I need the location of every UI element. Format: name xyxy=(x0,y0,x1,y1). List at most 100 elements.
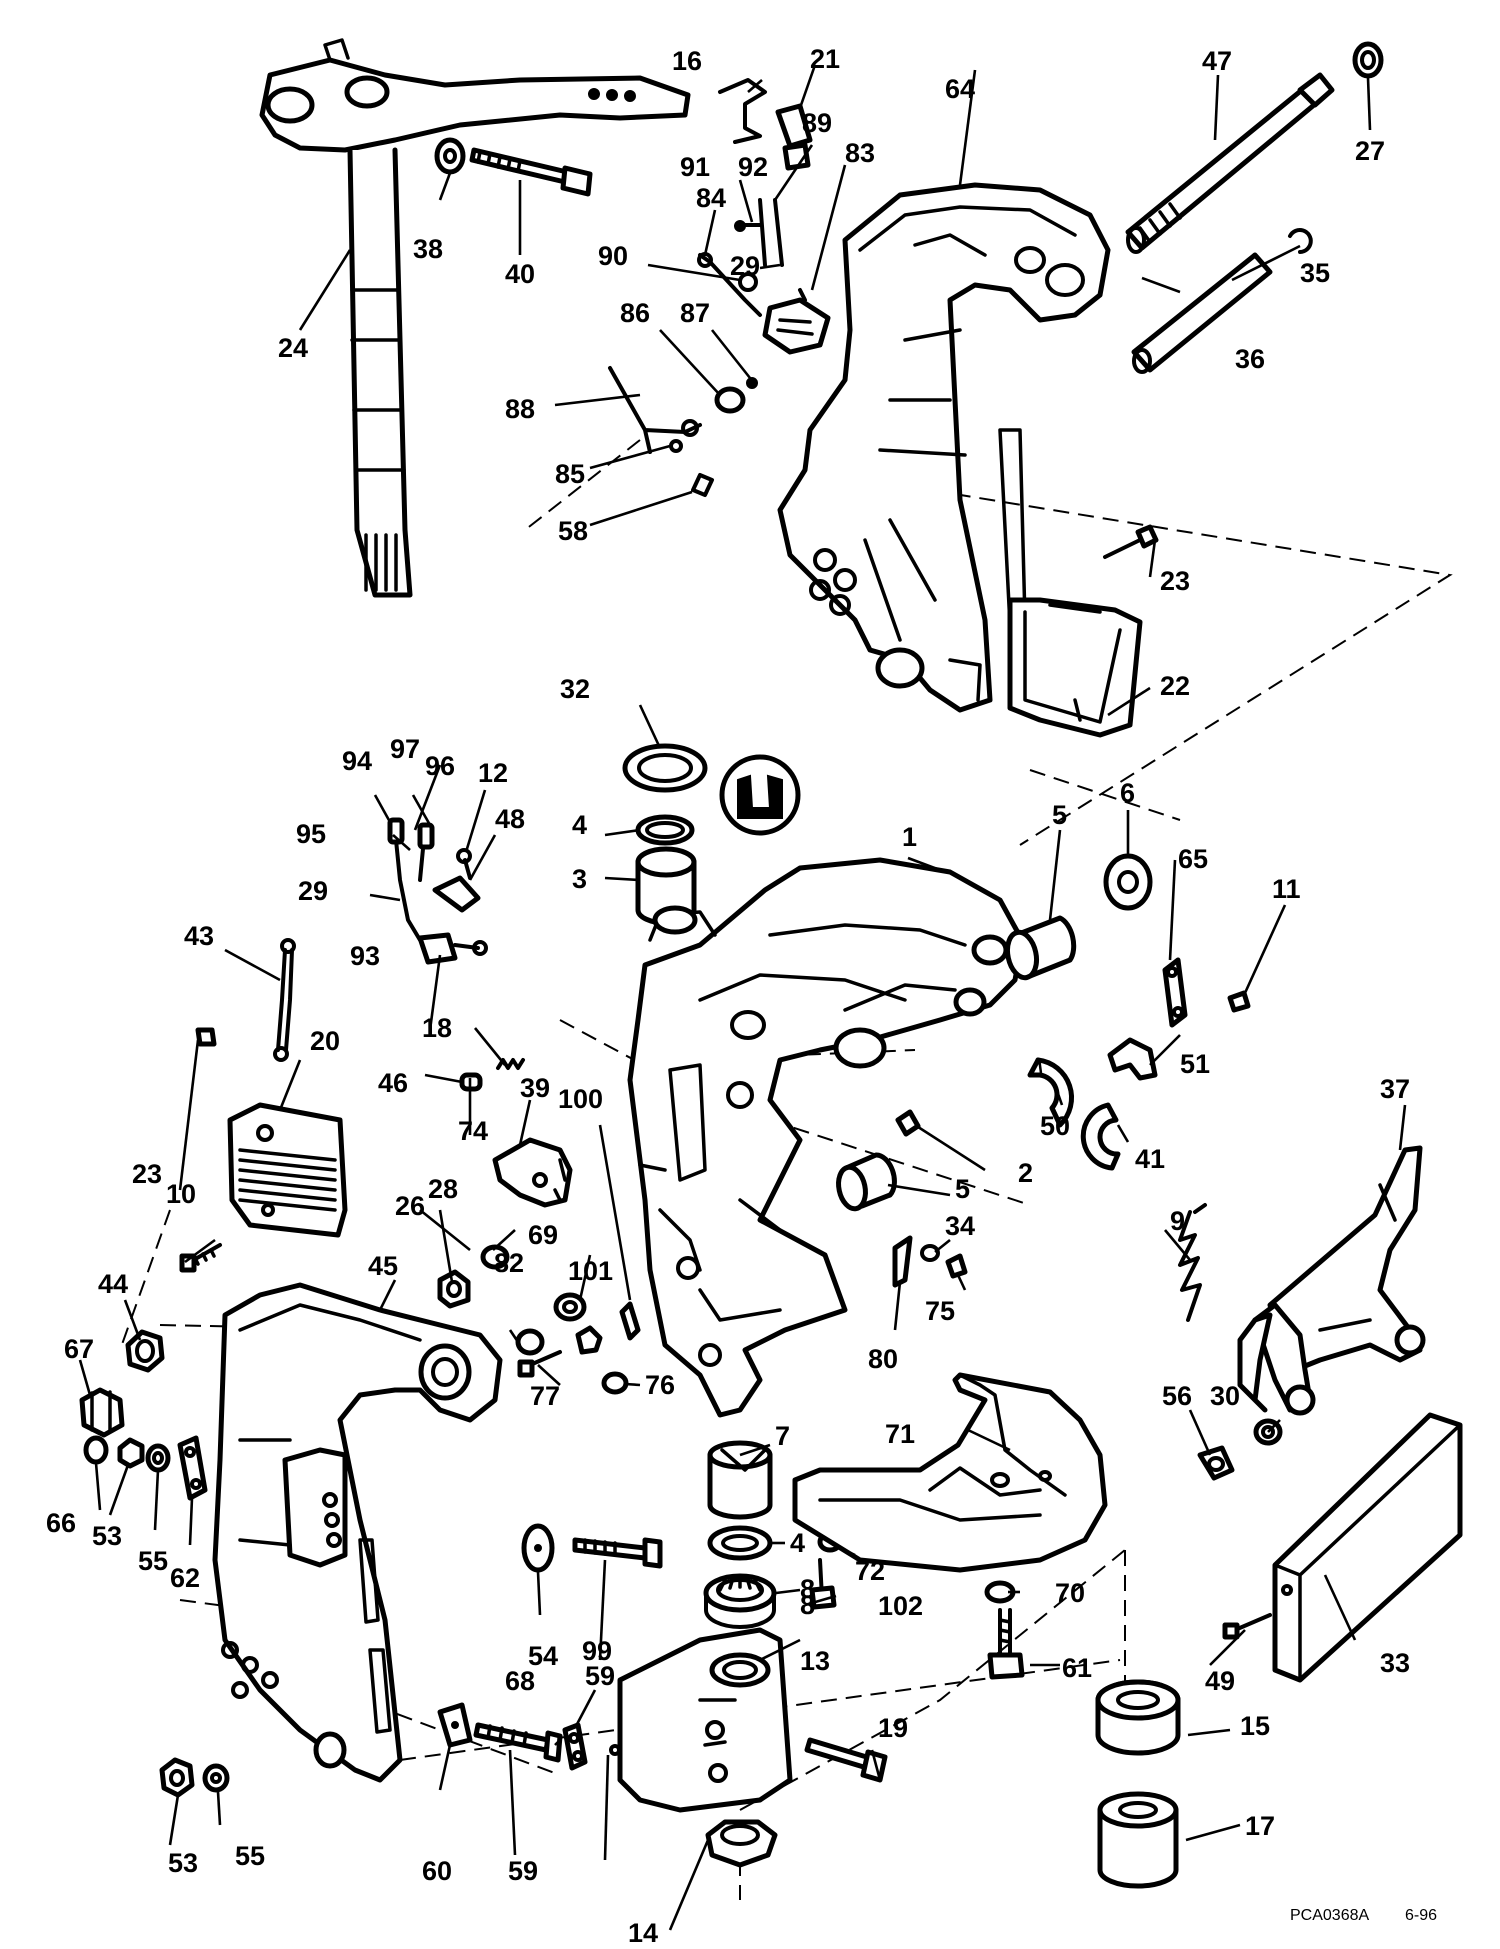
callout-11: 11 xyxy=(1272,874,1301,904)
callout-5-lower: 5 xyxy=(955,1174,970,1204)
callout-24: 24 xyxy=(278,333,308,363)
callout-44: 44 xyxy=(98,1269,128,1299)
part-59-bolt-lower xyxy=(473,1722,563,1763)
callout-99: 99 xyxy=(582,1636,612,1666)
callout-97: 97 xyxy=(390,734,420,764)
callout-17: 17 xyxy=(1245,1811,1275,1841)
callout-16: 16 xyxy=(672,46,702,76)
callout-58: 58 xyxy=(558,516,588,546)
callout-87: 87 xyxy=(680,298,710,328)
part-47-tilt-tube xyxy=(1125,72,1335,254)
part-45-stern-bracket xyxy=(212,1282,503,1783)
part-1-swivel-bracket xyxy=(627,857,1025,1418)
callout-21: 21 xyxy=(810,44,840,74)
part-44-nut xyxy=(125,1329,165,1373)
callout-62: 62 xyxy=(170,1563,200,1593)
part-41-half-washer xyxy=(1080,1102,1121,1171)
part-5-bushing-upper xyxy=(1004,915,1077,981)
part-9-spring xyxy=(1178,1203,1207,1322)
callout-100: 100 xyxy=(558,1084,603,1114)
part-4-seal-detail xyxy=(719,754,801,836)
figure-date: 6-96 xyxy=(1405,1907,1437,1924)
callout-84: 84 xyxy=(696,183,726,213)
part-77-screw xyxy=(515,1328,562,1378)
callout-36: 36 xyxy=(1235,344,1265,374)
part-6-washer xyxy=(1103,853,1153,911)
callout-61: 61 xyxy=(1062,1653,1092,1683)
callout-23-upper: 23 xyxy=(1160,566,1190,596)
part-12-screw xyxy=(456,848,472,880)
callout-70: 70 xyxy=(1055,1578,1085,1608)
callout-68: 68 xyxy=(505,1666,535,1696)
callout-labels: 1 2 3 4 4 5 5 6 7 8 8 9 10 11 12 13 14 1… xyxy=(46,44,1410,1948)
callout-8-upper: 8 xyxy=(800,1574,815,1604)
callout-80: 80 xyxy=(868,1344,898,1374)
callout-95: 95 xyxy=(296,819,326,849)
callout-59-upper: 59 xyxy=(585,1661,615,1691)
part-69-bushing xyxy=(553,1292,587,1322)
callout-59-lower: 59 xyxy=(508,1856,538,1886)
part-33-pad xyxy=(1272,1412,1463,1683)
part-88-lever xyxy=(608,366,702,454)
callout-6: 6 xyxy=(1120,778,1135,808)
part-67-cap-nut xyxy=(79,1387,125,1438)
part-54-washer xyxy=(521,1523,555,1573)
part-71-splash-plate xyxy=(792,1372,1108,1573)
part-82-nut xyxy=(575,1325,603,1355)
callout-4-lower: 4 xyxy=(790,1528,805,1558)
callout-30: 30 xyxy=(1210,1381,1240,1411)
callout-64: 64 xyxy=(945,74,975,104)
callout-67: 67 xyxy=(64,1334,94,1364)
part-16-clip xyxy=(718,78,767,144)
callout-1: 1 xyxy=(902,822,917,852)
callout-40: 40 xyxy=(505,259,535,289)
callout-10: 10 xyxy=(166,1179,196,1209)
callout-91: 91 xyxy=(680,152,710,182)
part-59-bolt-upper xyxy=(572,1537,663,1569)
callout-55-upper: 55 xyxy=(138,1546,168,1576)
part-58-screw xyxy=(691,473,714,497)
part-22-cover xyxy=(1007,597,1143,738)
callout-56: 56 xyxy=(1162,1381,1192,1411)
part-87-ball xyxy=(746,377,758,389)
part-65-link xyxy=(1162,957,1188,1028)
callout-65: 65 xyxy=(1178,844,1208,874)
callout-71: 71 xyxy=(885,1419,915,1449)
callout-32: 32 xyxy=(560,674,590,704)
figure-code: PCA0368A xyxy=(1290,1907,1369,1924)
part-101-screw xyxy=(619,1301,641,1341)
callout-82: 82 xyxy=(494,1248,524,1278)
part-10-screw xyxy=(195,1027,217,1047)
part-36-pin xyxy=(1131,252,1273,374)
part-4-seal-upper xyxy=(635,814,695,846)
callout-101: 101 xyxy=(568,1256,613,1286)
callout-86: 86 xyxy=(620,298,650,328)
part-53-nut-lower xyxy=(159,1757,195,1798)
callout-90: 90 xyxy=(598,241,628,271)
callout-27: 27 xyxy=(1355,136,1385,166)
callout-50: 50 xyxy=(1040,1111,1070,1141)
callout-77: 77 xyxy=(530,1381,560,1411)
callout-60: 60 xyxy=(422,1856,452,1886)
callout-4-upper: 4 xyxy=(572,810,587,840)
part-34-washer xyxy=(920,1244,940,1262)
callout-23-lower: 23 xyxy=(132,1159,162,1189)
part-49-screw xyxy=(1222,1613,1272,1640)
callout-19: 19 xyxy=(878,1713,908,1743)
callout-3: 3 xyxy=(572,864,587,894)
callout-26: 26 xyxy=(395,1191,425,1221)
part-8-bearing xyxy=(703,1573,777,1629)
part-35-ring xyxy=(1288,228,1313,254)
part-80-plate xyxy=(892,1235,913,1288)
callout-54: 54 xyxy=(528,1641,558,1671)
leader-lines xyxy=(78,64,1407,1931)
callout-93: 93 xyxy=(350,941,380,971)
part-19-bolt xyxy=(804,1737,888,1783)
part-61-bolt xyxy=(987,1608,1025,1680)
callout-88: 88 xyxy=(505,394,535,424)
part-4-seal-lower xyxy=(707,1525,773,1561)
part-15-rubber-mount xyxy=(1095,1679,1181,1756)
part-93-wiring xyxy=(387,817,488,965)
part-89-leads xyxy=(734,198,784,267)
callout-72: 72 xyxy=(855,1556,885,1586)
